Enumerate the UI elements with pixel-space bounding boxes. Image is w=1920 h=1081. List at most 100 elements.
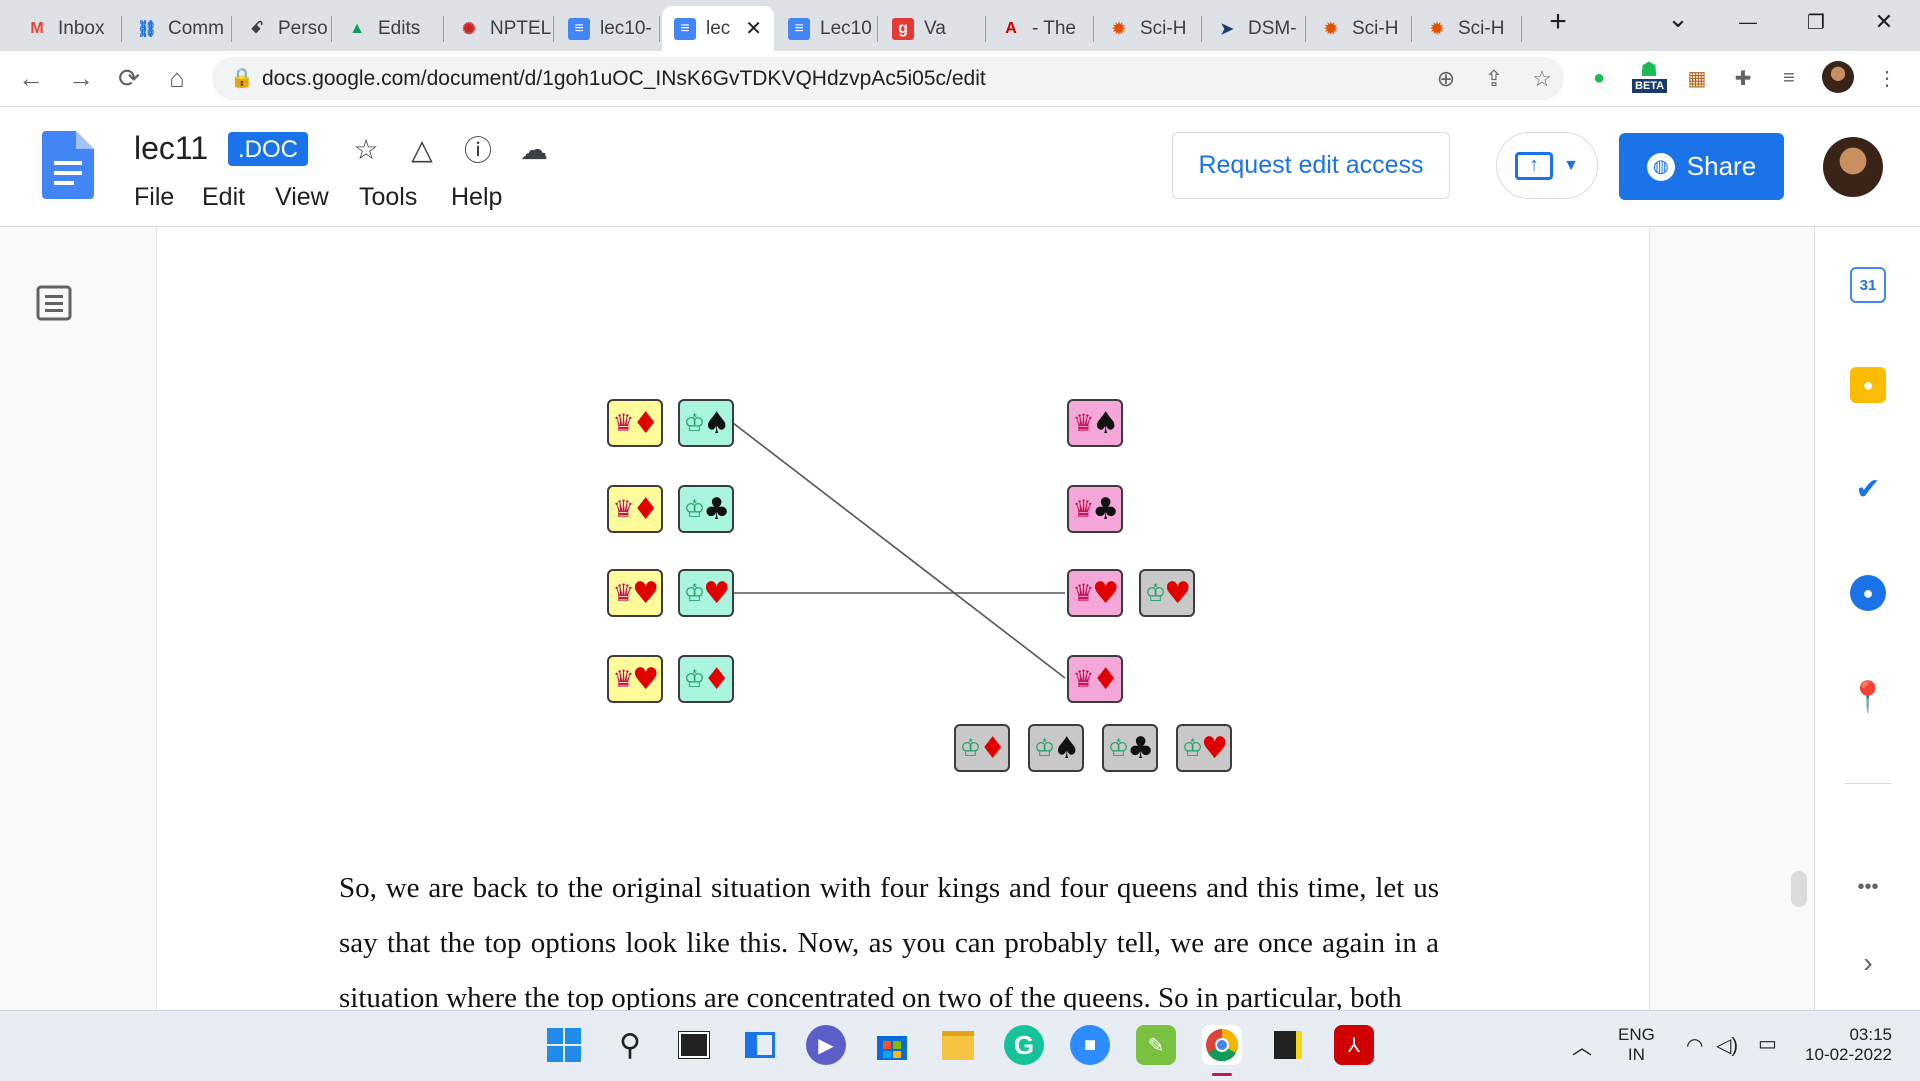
- browser-tab[interactable]: ✹Sci-H: [1414, 6, 1522, 51]
- search-icon[interactable]: ⚲: [619, 1028, 641, 1062]
- document-outline-icon[interactable]: [36, 285, 72, 321]
- tab-separator: [1093, 16, 1094, 42]
- extension-green-icon[interactable]: ●: [1592, 66, 1606, 89]
- start-windows-icon[interactable]: [544, 1025, 584, 1065]
- suit-icon: ♦: [979, 730, 1006, 766]
- request-edit-access-button[interactable]: Request edit access: [1172, 132, 1450, 199]
- language-indicator[interactable]: ENG IN: [1618, 1025, 1655, 1065]
- browser-menu-icon[interactable]: ⋮: [1877, 67, 1897, 90]
- move-to-drive-icon[interactable]: △: [411, 133, 433, 165]
- sticky-notes-icon[interactable]: [1268, 1025, 1308, 1065]
- share-page-icon[interactable]: ⇪: [1484, 66, 1504, 91]
- region-code: IN: [1627, 1045, 1645, 1064]
- browser-tab[interactable]: ≡lec10-: [556, 6, 660, 51]
- keep-icon[interactable]: ●: [1850, 367, 1886, 403]
- scihub-icon: ✹: [1112, 20, 1126, 38]
- document-title[interactable]: lec11: [134, 130, 209, 166]
- extension-brick-icon[interactable]: ▦: [1687, 67, 1707, 90]
- tab-separator: [331, 16, 332, 42]
- share-button[interactable]: ◍ Share: [1619, 133, 1784, 200]
- tab-separator: [1411, 16, 1412, 42]
- extension-beta-icon[interactable]: ☗ BETA: [1632, 59, 1672, 93]
- new-tab-icon[interactable]: +: [1549, 5, 1567, 38]
- browser-tab[interactable]: ≡lec✕: [662, 6, 774, 51]
- close-tab-icon[interactable]: ✕: [745, 18, 762, 40]
- chat-icon[interactable]: ▶: [806, 1025, 846, 1065]
- menu-file[interactable]: File: [134, 183, 175, 211]
- cloud-status-icon[interactable]: ☁: [520, 133, 548, 165]
- extensions-puzzle-icon[interactable]: ✚: [1734, 67, 1752, 90]
- task-view-icon[interactable]: [674, 1025, 714, 1065]
- tray-chevron-up-icon[interactable]: ︿: [1572, 1037, 1592, 1059]
- clock[interactable]: 03:15 10-02-2022: [1800, 1025, 1892, 1065]
- info-icon[interactable]: ⓘ: [463, 135, 492, 166]
- profile-avatar[interactable]: [1822, 61, 1854, 93]
- queen-crown-icon: ♛: [612, 495, 634, 523]
- suit-icon: ♠: [1053, 730, 1080, 766]
- menu-tools[interactable]: Tools: [359, 183, 418, 211]
- address-bar[interactable]: 🔒 docs.google.com/document/d/1goh1uOC_IN…: [212, 57, 1564, 100]
- close-window-icon[interactable]: ✕: [1874, 9, 1894, 34]
- zoom-icon[interactable]: ⊕: [1436, 66, 1456, 91]
- king-crown-icon: ♔: [683, 665, 705, 693]
- battery-icon[interactable]: ▭: [1758, 1033, 1777, 1055]
- tab-label: NPTEL: [490, 17, 552, 39]
- contacts-icon[interactable]: ●: [1850, 575, 1886, 611]
- browser-tab[interactable]: ✺NPTEL: [446, 6, 554, 51]
- back-icon[interactable]: ←: [18, 62, 44, 93]
- browser-tab[interactable]: ➤DSM-: [1204, 6, 1306, 51]
- king-card: ♔♣: [678, 485, 734, 533]
- maps-icon[interactable]: 📍: [1849, 680, 1887, 714]
- tab-label: DSM-: [1248, 17, 1297, 39]
- browser-tab[interactable]: A- The: [988, 6, 1094, 51]
- more-icon[interactable]: •••: [1857, 875, 1879, 898]
- url-text[interactable]: docs.google.com/document/d/1goh1uOC_INsK…: [262, 67, 986, 90]
- menu-view[interactable]: View: [275, 183, 329, 211]
- calendar-icon[interactable]: 31: [1850, 267, 1886, 303]
- volume-icon[interactable]: ◁): [1716, 1035, 1739, 1057]
- bookmark-star-icon[interactable]: ☆: [1532, 66, 1552, 91]
- reload-icon[interactable]: ⟳: [118, 62, 140, 93]
- tasks-icon[interactable]: ✔: [1855, 472, 1881, 506]
- file-explorer-icon[interactable]: [938, 1025, 978, 1065]
- store-icon[interactable]: [872, 1025, 912, 1065]
- scrollbar-thumb[interactable]: [1791, 871, 1807, 907]
- clock-date: 10-02-2022: [1805, 1045, 1892, 1064]
- king-card: ♔♦: [678, 655, 734, 703]
- grammarly-icon[interactable]: G: [1004, 1025, 1044, 1065]
- browser-tab[interactable]: ⛓Comm: [124, 6, 232, 51]
- browser-tab[interactable]: ✹Sci-H: [1096, 6, 1202, 51]
- chrome-icon[interactable]: [1202, 1025, 1242, 1065]
- browser-tab[interactable]: ▲Edits: [334, 6, 444, 51]
- evernote-icon[interactable]: ✎: [1136, 1025, 1176, 1065]
- acrobat-icon[interactable]: ⅄: [1334, 1025, 1374, 1065]
- unmatched-king-card: ♔♦: [954, 724, 1010, 772]
- restore-icon[interactable]: ❐: [1807, 11, 1825, 34]
- suit-icon: ♦: [703, 661, 730, 697]
- tab-search-icon[interactable]: ⌄: [1667, 2, 1689, 33]
- menu-edit[interactable]: Edit: [202, 183, 246, 211]
- document-page[interactable]: ♛♦♛♦♛♥♛♥♔♠♔♣♔♥♔♦♛♠♛♣♛♥♛♦♔♥♔♦♔♠♔♣♔♥ So, w…: [156, 227, 1650, 1014]
- chevron-right-icon[interactable]: ›: [1863, 947, 1873, 978]
- present-button[interactable]: ↑ ▼: [1496, 132, 1598, 199]
- zoom-app-icon[interactable]: ■: [1070, 1025, 1110, 1065]
- wifi-icon[interactable]: ◠: [1686, 1035, 1704, 1057]
- browser-tab[interactable]: ≡Lec10: [776, 6, 878, 51]
- home-icon[interactable]: ⌂: [169, 62, 185, 93]
- minimize-icon[interactable]: —: [1739, 11, 1757, 32]
- star-icon[interactable]: ☆: [353, 133, 379, 165]
- body-paragraph[interactable]: So, we are back to the original situatio…: [339, 872, 1439, 1014]
- menu-help[interactable]: Help: [451, 183, 503, 211]
- user-avatar[interactable]: [1823, 137, 1883, 197]
- widgets-icon[interactable]: [740, 1025, 780, 1065]
- tab-separator: [1521, 16, 1522, 42]
- docs-logo-icon[interactable]: [42, 131, 94, 199]
- king-crown-icon: ♔: [1033, 734, 1055, 762]
- forward-icon[interactable]: →: [68, 62, 94, 93]
- drive-icon: ▲: [349, 19, 365, 37]
- media-control-icon[interactable]: ≡: [1783, 66, 1795, 89]
- browser-tab[interactable]: ✹Sci-H: [1308, 6, 1412, 51]
